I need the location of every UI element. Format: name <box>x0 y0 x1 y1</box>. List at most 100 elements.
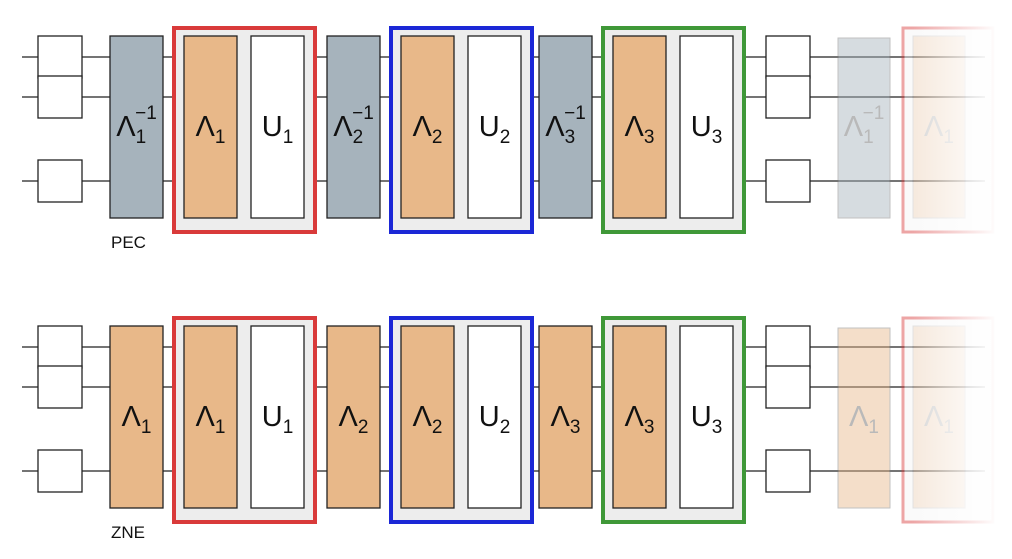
pec-leading-inverse-label-subscript: 1 <box>136 127 147 148</box>
zne-leading-noise-label-base: Λ <box>122 401 142 433</box>
group-blue-noise-label-subscript: 2 <box>432 127 443 148</box>
group-green-unitary-label-base: U <box>691 401 712 433</box>
group-blue-noise-block <box>400 35 455 219</box>
pec-between-2-inverse-label-subscript: 3 <box>565 127 576 148</box>
faded-trailing-label-superscript: −1 <box>863 103 885 124</box>
group-red-noise-label-subscript: 1 <box>215 417 226 438</box>
output-gate-box-3 <box>765 449 811 493</box>
zne-between-1-noise-label: Λ2 <box>339 401 369 438</box>
output-gate-box-1 <box>765 325 811 369</box>
group-green-frame <box>601 316 746 524</box>
pec-between-2-inverse-block <box>538 35 593 219</box>
group-blue-unitary-label-base: U <box>479 401 500 433</box>
input-gate-box-1 <box>37 325 83 369</box>
input-gate-box-3 <box>37 449 83 493</box>
faded-trailing-label-subscript: 1 <box>863 127 874 148</box>
faded-trailing-label-base: Λ <box>849 401 869 433</box>
zne-between-2-noise-label-base: Λ <box>551 401 571 433</box>
zne-leading-noise-label: Λ1 <box>122 401 152 438</box>
pec-leading-inverse-block <box>109 35 164 219</box>
group-green-noise-label: Λ3 <box>625 401 655 438</box>
group-red-frame <box>172 316 317 524</box>
group-red-unitary-block <box>250 325 305 509</box>
group-blue-noise-block <box>400 325 455 509</box>
group-blue-unitary-label-subscript: 2 <box>500 417 511 438</box>
group-green-unitary-label-base: U <box>691 111 712 143</box>
group-blue-noise-label-base: Λ <box>413 401 433 433</box>
faded-trailing-label-base: Λ <box>844 111 864 143</box>
input-gate-box-2 <box>37 75 83 119</box>
zne-between-2-noise-label-subscript: 3 <box>570 417 581 438</box>
zne-between-1-noise-label-subscript: 2 <box>358 417 369 438</box>
zne-between-1-noise-block <box>326 325 381 509</box>
group-blue-unitary-label: U2 <box>479 401 511 438</box>
input-gate-box-3 <box>37 159 83 203</box>
pec-between-2-inverse-label-base: Λ <box>545 111 565 143</box>
group-green-unitary-label: U3 <box>691 401 723 438</box>
group-red-noise-label-base: Λ <box>196 111 216 143</box>
group-blue-unitary-label-subscript: 2 <box>500 127 511 148</box>
group-red-noise-block <box>183 325 238 509</box>
group-red-unitary-label: U1 <box>262 401 294 438</box>
input-gate-box-2 <box>37 365 83 409</box>
zne-between-1-noise-label-base: Λ <box>339 401 359 433</box>
group-blue-unitary-block <box>467 35 522 219</box>
pec-between-2-inverse-label: Λ3 −1 <box>545 103 586 148</box>
group-blue-noise-label: Λ2 <box>413 401 443 438</box>
output-gate-box-3 <box>765 159 811 203</box>
zne-between-2-noise-label: Λ3 <box>551 401 581 438</box>
faded-trailing-block <box>837 37 891 219</box>
zne-leading-noise-label-subscript: 1 <box>141 417 152 438</box>
group-blue-frame <box>389 316 534 524</box>
input-gate-box-1 <box>37 35 83 79</box>
group-green-noise-label-base: Λ <box>625 401 645 433</box>
pec-leading-inverse-label-base: Λ <box>116 111 136 143</box>
row-caption-pec: PEC <box>111 233 146 252</box>
faded-group-noise-label-base: Λ <box>924 111 944 143</box>
faded-trailing-label: Λ1 −1 <box>844 103 885 148</box>
pec-between-2-inverse-label-superscript: −1 <box>564 103 586 124</box>
zne-between-2-noise-block <box>538 325 593 509</box>
row-caption-zne: ZNE <box>111 523 145 542</box>
group-green-noise-label-base: Λ <box>625 111 645 143</box>
group-green-unitary-block <box>679 325 734 509</box>
group-red-unitary-label-subscript: 1 <box>283 417 294 438</box>
pec-between-1-inverse-block <box>326 35 381 219</box>
faded-trailing-block <box>837 327 891 509</box>
pec-between-1-inverse-label-base: Λ <box>333 111 353 143</box>
group-green-frame <box>601 26 746 234</box>
faded-group-noise-label-subscript: 1 <box>943 417 954 438</box>
group-red-noise-label-subscript: 1 <box>215 127 226 148</box>
pec-between-1-inverse-label-subscript: 2 <box>353 127 364 148</box>
group-blue-noise-label-subscript: 2 <box>432 417 443 438</box>
group-blue-noise-label-base: Λ <box>413 111 433 143</box>
group-red-unitary-label-base: U <box>262 111 283 143</box>
group-green-noise-block <box>612 325 667 509</box>
output-gate-box-2 <box>765 75 811 119</box>
output-gate-box-2 <box>765 365 811 409</box>
group-green-unitary-label-subscript: 3 <box>712 127 723 148</box>
output-gate-box-1 <box>765 35 811 79</box>
group-blue-noise-label: Λ2 <box>413 111 443 148</box>
group-green-noise-label-subscript: 3 <box>644 127 655 148</box>
faded-trailing-label: Λ1 <box>849 401 879 438</box>
group-green-noise-block <box>612 35 667 219</box>
pec-between-1-inverse-label: Λ2 −1 <box>333 103 374 148</box>
group-green-unitary-label-subscript: 3 <box>712 417 723 438</box>
group-blue-unitary-block <box>467 325 522 509</box>
group-green-noise-label: Λ3 <box>625 111 655 148</box>
group-red-noise-label: Λ1 <box>196 401 226 438</box>
faded-group-noise-label-subscript: 1 <box>943 127 954 148</box>
faded-group-noise-label-base: Λ <box>924 401 944 433</box>
group-red-unitary-label-base: U <box>262 401 283 433</box>
pec-between-1-inverse-label-superscript: −1 <box>352 103 374 124</box>
group-red-noise-label: Λ1 <box>196 111 226 148</box>
group-blue-unitary-label: U2 <box>479 111 511 148</box>
zne-leading-noise-block <box>109 325 164 509</box>
faded-trailing-label-subscript: 1 <box>868 417 879 438</box>
group-red-unitary-label-subscript: 1 <box>283 127 294 148</box>
